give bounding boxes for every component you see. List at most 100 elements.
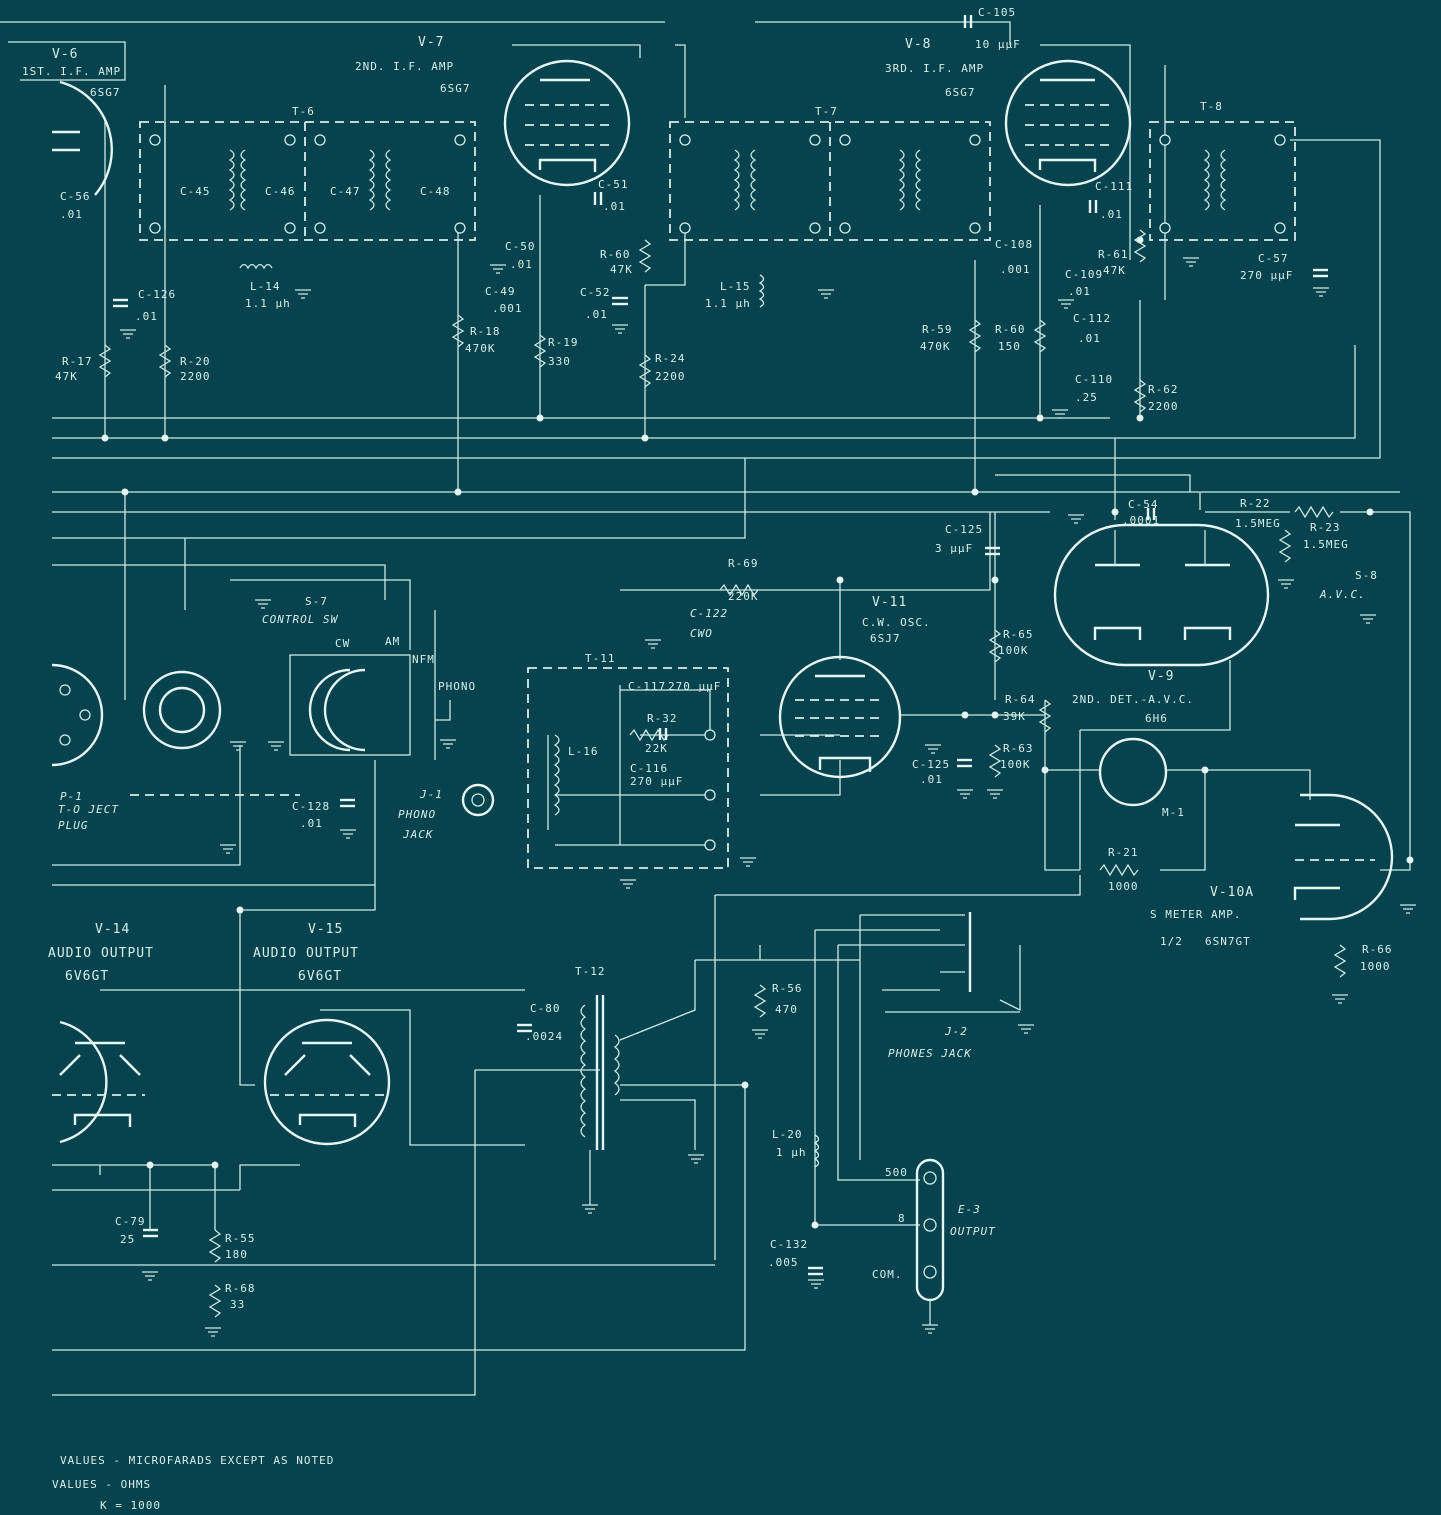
tube-v6 xyxy=(52,80,113,196)
c80-label: C-80 xyxy=(530,1002,561,1015)
v11-type: 6SJ7 xyxy=(870,632,901,645)
v8-ref: V-8 xyxy=(905,37,931,52)
c125a-value: 3 µµF xyxy=(935,542,973,555)
t11-label: T-11 xyxy=(585,652,616,665)
c132-value: .005 xyxy=(768,1256,799,1269)
phono-jack-j1 xyxy=(461,783,495,817)
capacitors xyxy=(113,15,1328,1276)
resistors xyxy=(98,229,1347,1318)
r32-value: 22K xyxy=(645,742,668,755)
e3-label: E-3 xyxy=(958,1203,981,1216)
r64-value: 39K xyxy=(1003,710,1026,723)
r24-value: 2200 xyxy=(655,370,686,383)
v10a-frac: 1/2 xyxy=(1160,935,1183,948)
j1-desc1: PHONO xyxy=(398,808,436,821)
c54-value: .0001 xyxy=(1122,514,1160,527)
l15-label: L-15 xyxy=(720,280,751,293)
tube-v15 xyxy=(263,1018,391,1146)
tube-v11 xyxy=(778,655,902,779)
v11-func: C.W. OSC. xyxy=(862,616,931,629)
r64-label: R-64 xyxy=(1005,693,1036,706)
c80-value: .0024 xyxy=(525,1030,563,1043)
r63-value: 100K xyxy=(1000,758,1031,771)
r60a-value: 47K xyxy=(610,263,633,276)
c50-label: C-50 xyxy=(505,240,536,253)
c47-label: C-47 xyxy=(330,185,361,198)
control-switch-s7 xyxy=(130,654,411,796)
c117-value: 270 µµF xyxy=(668,680,721,693)
c56-label: C-56 xyxy=(60,190,91,203)
c105-value: 10 µµF xyxy=(975,38,1021,51)
r18-label: R-18 xyxy=(470,325,501,338)
c112-value: .01 xyxy=(1078,332,1101,345)
r62-value: 2200 xyxy=(1148,400,1179,413)
c57-label: C-57 xyxy=(1258,252,1289,265)
r23-value: 1.5MEG xyxy=(1303,538,1349,551)
r55-value: 180 xyxy=(225,1248,248,1261)
j1-desc2: JACK xyxy=(402,828,434,841)
e3-desc: OUTPUT xyxy=(950,1225,996,1238)
l20-value: 1 µh xyxy=(776,1146,807,1159)
r20-label: R-20 xyxy=(180,355,211,368)
r69-value: 220K xyxy=(728,590,759,603)
l15-value: 1.1 µh xyxy=(705,297,751,310)
v10a-ref: V-10A xyxy=(1210,885,1254,900)
tube-v9 xyxy=(1053,523,1270,667)
v8-type: 6SG7 xyxy=(945,86,976,99)
c117-label: C-117 xyxy=(628,680,666,693)
c108-value: .001 xyxy=(1000,263,1031,276)
r22-value: 1.5MEG xyxy=(1235,517,1281,530)
r69-label: R-69 xyxy=(728,557,759,570)
v11-ref: V-11 xyxy=(872,595,907,610)
c50-value: .01 xyxy=(510,258,533,271)
v7-func: 2ND. I.F. AMP xyxy=(355,60,454,73)
c79-value: 25 xyxy=(120,1233,135,1246)
v6-func: 1ST. I.F. AMP xyxy=(22,65,121,78)
l14-value: 1.1 µh xyxy=(245,297,291,310)
ground-symbols xyxy=(120,257,1416,1337)
t8-label: T-8 xyxy=(1200,100,1223,113)
c110-value: .25 xyxy=(1075,391,1098,404)
c45-label: C-45 xyxy=(180,185,211,198)
r56-value: 470 xyxy=(775,1003,798,1016)
c57-value: 270 µµF xyxy=(1240,269,1293,282)
r66-label: R-66 xyxy=(1362,943,1393,956)
tube-v7 xyxy=(503,59,631,187)
cw-label: CW xyxy=(335,637,350,650)
r22-label: R-22 xyxy=(1240,497,1271,510)
r56-label: R-56 xyxy=(772,982,803,995)
if-transformer-t6 xyxy=(139,121,476,241)
labels-controls: S-7 CONTROL SW CW AM NFM PHONO S-8 A.V.C… xyxy=(58,569,1377,1281)
c109-label: C-109 xyxy=(1065,268,1103,281)
r62-label: R-62 xyxy=(1148,383,1179,396)
c52-value: .01 xyxy=(585,308,608,321)
s7-label: S-7 xyxy=(305,595,328,608)
v9-ref: V-9 xyxy=(1148,669,1174,684)
p1-desc2: PLUG xyxy=(58,819,89,832)
s8-desc: A.V.C. xyxy=(1319,588,1366,601)
c125b-label: C-125 xyxy=(912,758,950,771)
note-values-ohms: VALUES - OHMS xyxy=(52,1478,151,1491)
j2-desc: PHONES JACK xyxy=(888,1047,972,1060)
c126-value: .01 xyxy=(135,310,158,323)
r17-value: 47K xyxy=(55,370,78,383)
c122-value: CWO xyxy=(690,627,713,640)
m1-label: M-1 xyxy=(1162,806,1185,819)
s7-desc: CONTROL SW xyxy=(262,613,339,626)
c52-label: C-52 xyxy=(580,286,611,299)
am-label: AM xyxy=(385,635,400,648)
v9-func: 2ND. DET.-A.V.C. xyxy=(1072,693,1194,706)
r68-label: R-68 xyxy=(225,1282,256,1295)
v14-type: 6V6GT xyxy=(65,969,109,984)
c108-label: C-108 xyxy=(995,238,1033,251)
c122-label: C-122 xyxy=(690,607,728,620)
r17-label: R-17 xyxy=(62,355,93,368)
r23-label: R-23 xyxy=(1310,521,1341,534)
c51-value: .01 xyxy=(603,200,626,213)
socket-p1 xyxy=(51,663,104,767)
c116-label: C-116 xyxy=(630,762,668,775)
nfm-label: NFM xyxy=(412,653,435,666)
r59-value: 470K xyxy=(920,340,951,353)
tap-com: COM. xyxy=(872,1268,903,1281)
v6-ref: V-6 xyxy=(52,47,78,62)
